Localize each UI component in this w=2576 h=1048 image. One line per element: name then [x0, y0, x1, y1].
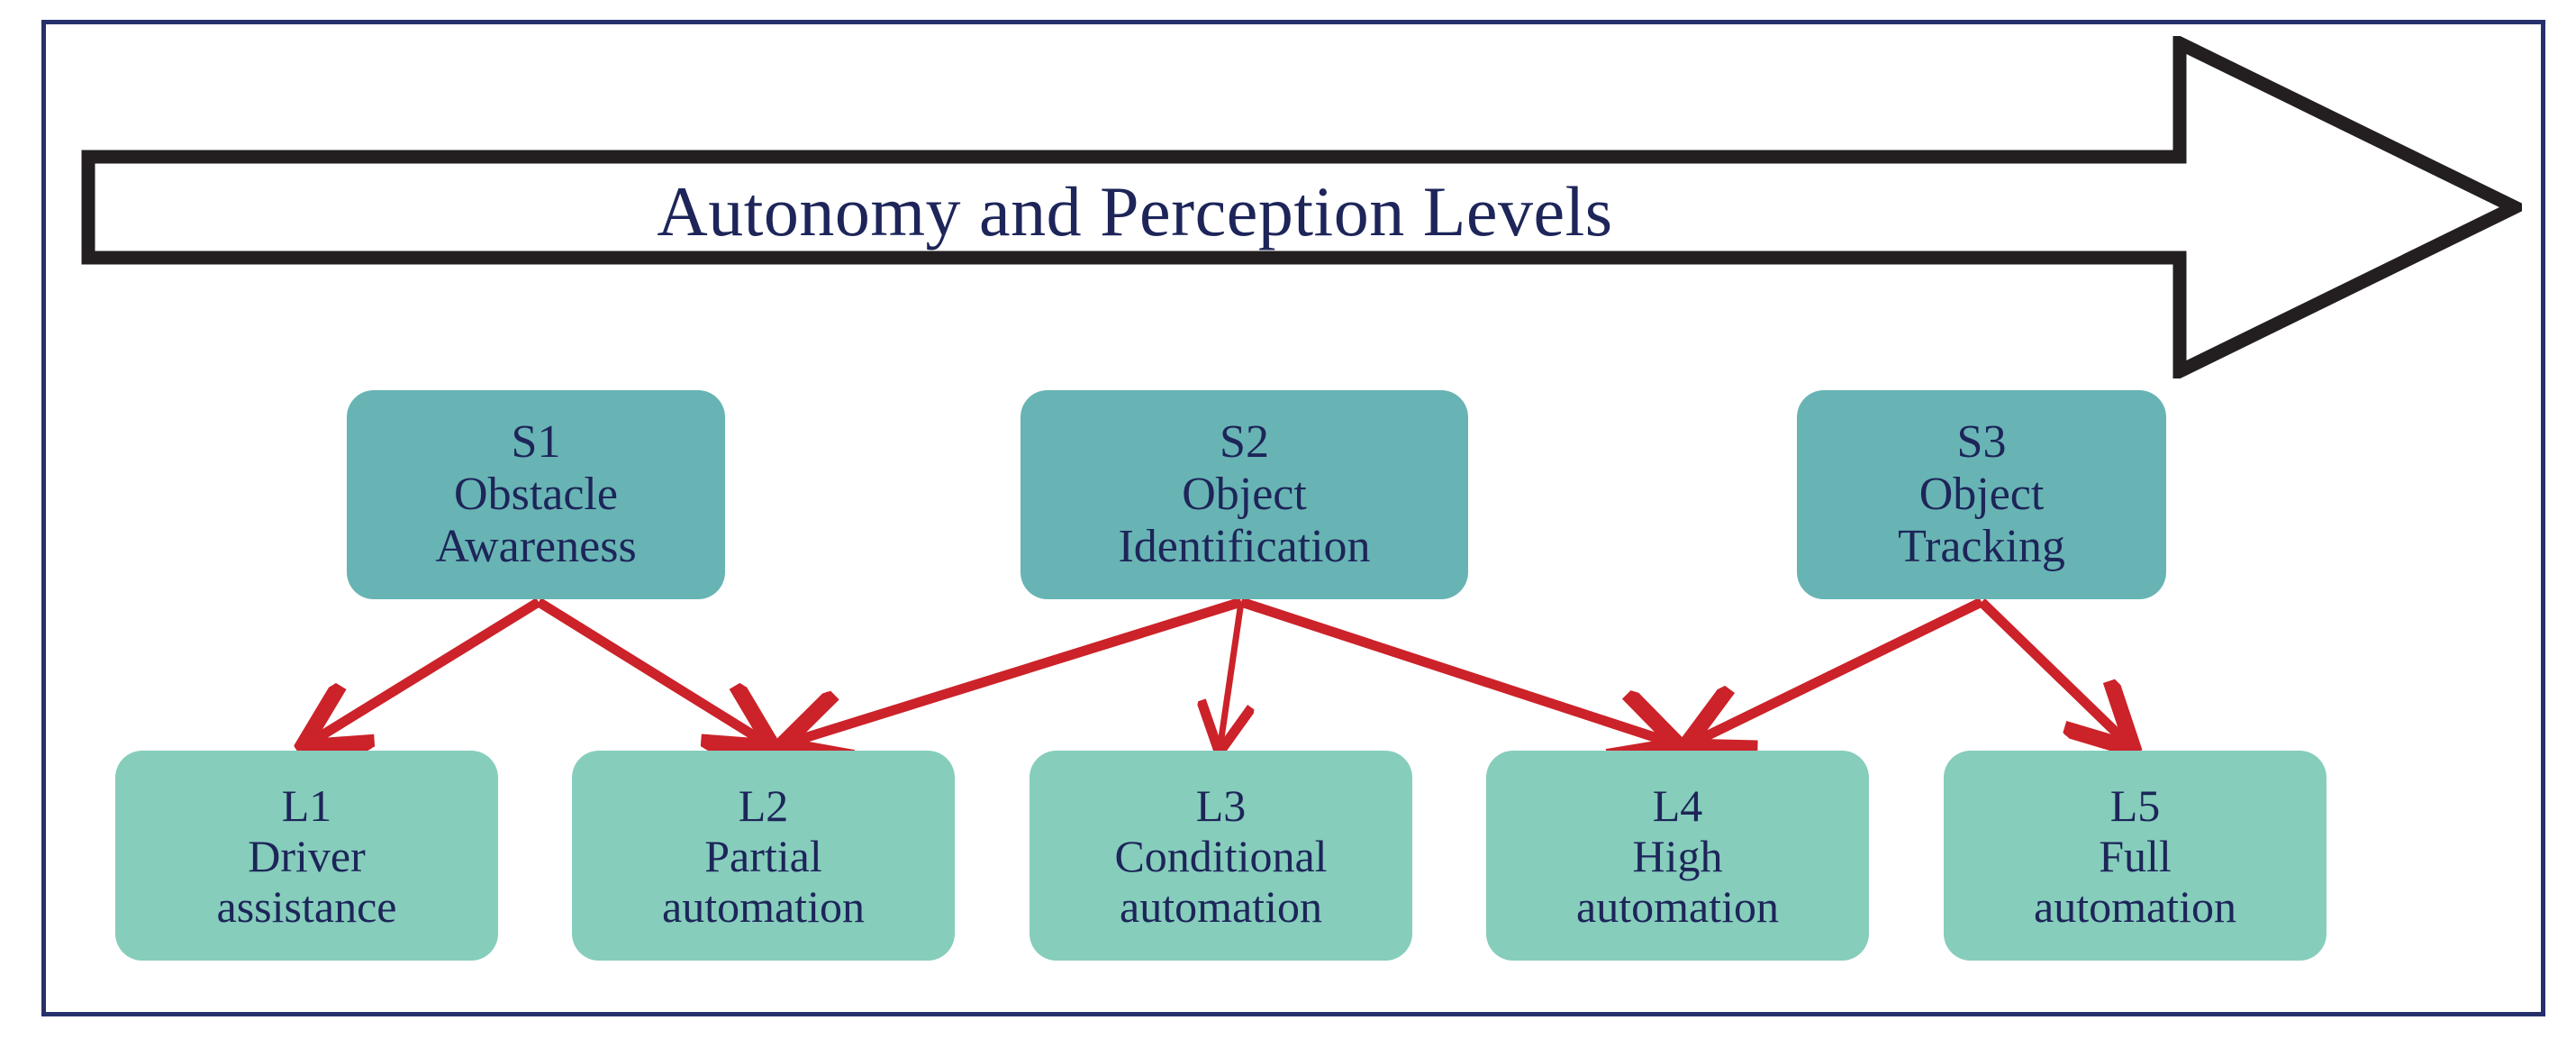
sensing-node-s3-code: S3	[1956, 415, 2007, 468]
sensing-node-s1-code: S1	[511, 415, 561, 468]
level-node-l2-line1: Partial	[704, 830, 822, 881]
level-node-l5-line2: automation	[2034, 880, 2236, 932]
level-node-l5-line1: Full	[2099, 830, 2172, 881]
level-node-l3-line2: automation	[1120, 880, 1322, 932]
level-node-l1-line1: Driver	[248, 830, 366, 881]
level-node-l4-line2: automation	[1576, 880, 1779, 932]
level-node-l1[interactable]: L1 Driver assistance	[115, 751, 498, 961]
level-node-l2-code: L2	[738, 779, 789, 831]
banner-title: Autonomy and Perception Levels	[657, 172, 1613, 251]
sensing-node-s2-line2: Identification	[1118, 521, 1371, 573]
level-node-l4[interactable]: L4 High automation	[1486, 751, 1869, 961]
level-node-l3-line1: Conditional	[1114, 830, 1328, 881]
sensing-node-s2-code: S2	[1220, 415, 1269, 468]
level-node-l5[interactable]: L5 Full automation	[1944, 751, 2327, 961]
sensing-node-s1-line2: Awareness	[435, 521, 637, 573]
sensing-node-s3[interactable]: S3 Object Tracking	[1797, 390, 2166, 599]
sensing-node-s2[interactable]: S2 Object Identification	[1020, 390, 1468, 599]
level-node-l5-code: L5	[2109, 779, 2161, 831]
level-node-l3-code: L3	[1195, 779, 1247, 831]
sensing-node-s3-line1: Object	[1918, 468, 2045, 520]
level-node-l4-code: L4	[1652, 779, 1703, 831]
level-node-l2[interactable]: L2 Partial automation	[572, 751, 955, 961]
sensing-node-s3-line2: Tracking	[1898, 521, 2065, 573]
sensing-node-s2-line1: Object	[1182, 468, 1307, 520]
sensing-node-s1[interactable]: S1 Obstacle Awareness	[347, 390, 725, 599]
level-node-l1-code: L1	[281, 779, 332, 831]
level-node-l2-line2: automation	[662, 880, 865, 932]
level-node-l3[interactable]: L3 Conditional automation	[1029, 751, 1412, 961]
level-node-l4-line1: High	[1632, 830, 1723, 881]
level-node-l1-line2: assistance	[216, 880, 397, 932]
sensing-node-s1-line1: Obstacle	[454, 468, 618, 520]
